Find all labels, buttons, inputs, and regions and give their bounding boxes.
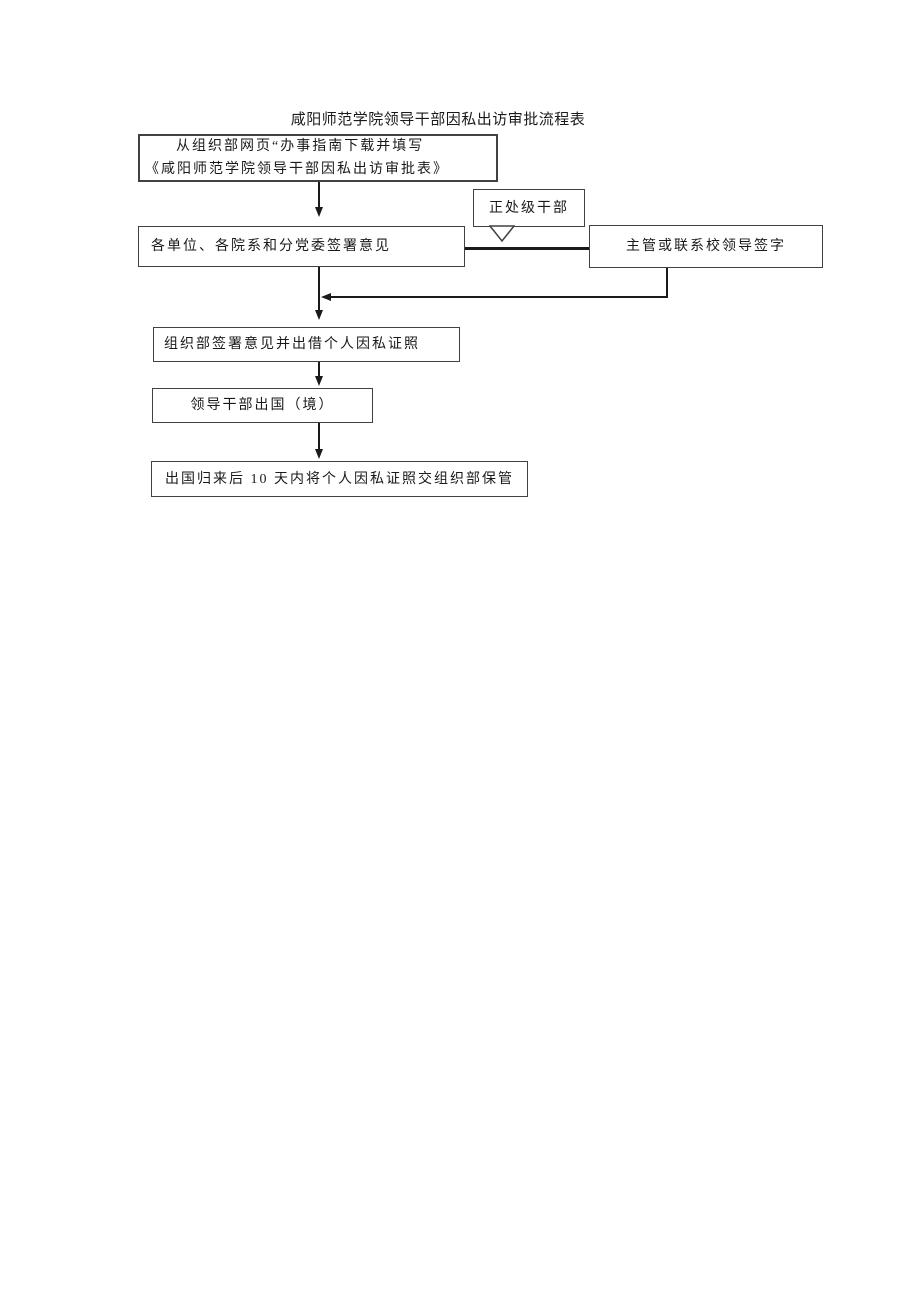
- step-download-form-line1: 从组织部网页“办事指南下载并填写: [176, 139, 425, 154]
- step-return-passport-label: 出国归来后 10 天内将个人因私证照交组织部保管: [165, 471, 514, 487]
- step-unit-sign-label: 各单位、各院系和分党委签署意见: [151, 239, 391, 254]
- callout-label: 正处级干部: [489, 200, 569, 216]
- step-download-form-line2: 《咸阳师范学院领导干部因私出访审批表》: [145, 162, 449, 177]
- callout-division-chief-box: 正处级干部: [473, 189, 585, 227]
- flowchart-title: 咸阳师范学院领导干部因私出访审批流程表: [290, 112, 586, 128]
- arrow-down-head-icon: [315, 310, 323, 320]
- step-go-abroad-box: 领导干部出国（境）: [152, 388, 373, 423]
- step-return-passport-box: 出国归来后 10 天内将个人因私证照交组织部保管: [151, 461, 528, 497]
- return-vertical-line: [666, 268, 668, 298]
- step-go-abroad-label: 领导干部出国（境）: [190, 398, 335, 413]
- arrow-left-head-icon: [321, 293, 331, 301]
- connector-step2-step3: [465, 247, 589, 250]
- arrow-line: [318, 362, 320, 376]
- step-orgdept-sign-box: 组织部签署意见并出借个人因私证照: [153, 327, 460, 362]
- step-download-form-box: 从组织部网页“办事指南下载并填写 《咸阳师范学院领导干部因私出访审批表》: [138, 134, 498, 182]
- step-orgdept-sign-label: 组织部签署意见并出借个人因私证照: [164, 337, 420, 352]
- step-unit-sign-box: 各单位、各院系和分党委签署意见: [138, 226, 465, 267]
- arrow-line: [318, 423, 320, 449]
- arrow-down-head-icon: [315, 449, 323, 459]
- arrow-line: [318, 182, 320, 208]
- step-leader-signature-box: 主管或联系校领导签字: [589, 225, 823, 268]
- step-leader-signature-label: 主管或联系校领导签字: [626, 239, 786, 254]
- arrow-down-head-icon: [315, 207, 323, 217]
- arrow-line: [318, 267, 320, 311]
- callout-tail-icon: [489, 225, 515, 242]
- return-horizontal-line: [329, 296, 668, 298]
- arrow-down-head-icon: [315, 376, 323, 386]
